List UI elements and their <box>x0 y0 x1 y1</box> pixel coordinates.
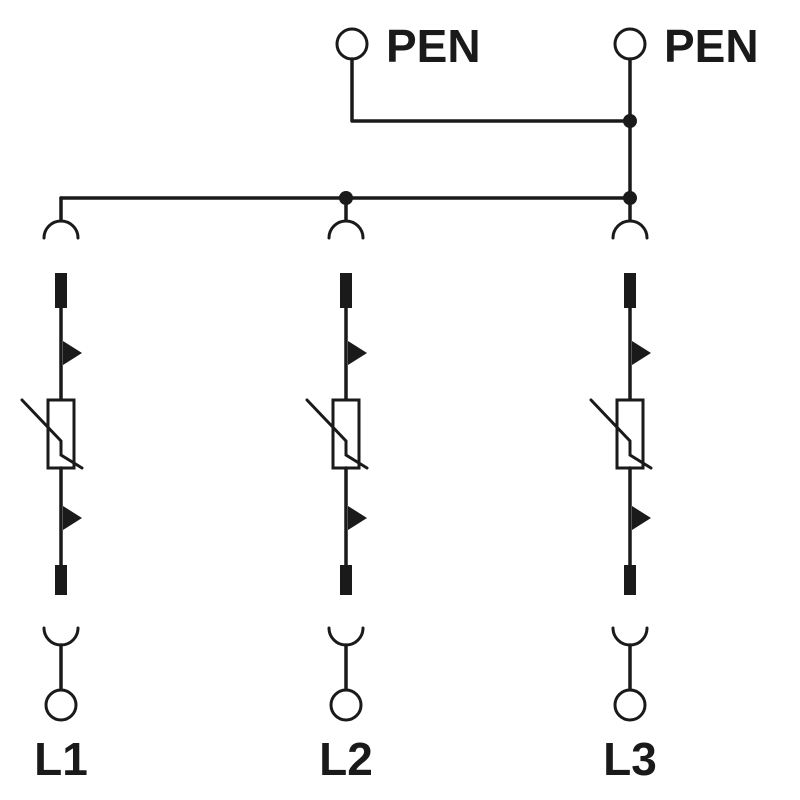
terminal-circle-l2 <box>329 688 363 722</box>
terminal-circle-l3 <box>613 688 647 722</box>
upper-diode-arrow <box>63 341 82 365</box>
top-socket-contact <box>611 219 649 240</box>
protection-branch-l1: L1 <box>20 219 88 785</box>
terminal-circle-l1 <box>44 688 78 722</box>
lower-diode-arrow <box>348 506 367 530</box>
pen-bus-wiring <box>59 57 637 222</box>
top-socket-contact <box>327 219 365 240</box>
lower-diode-arrow <box>63 506 82 530</box>
top-plug-contact <box>340 273 352 308</box>
terminal-circle-pen-left <box>335 27 369 61</box>
varistor-body <box>46 398 76 470</box>
bottom-socket-contact <box>611 626 649 647</box>
pen-label-left: PEN <box>386 20 481 72</box>
bottom-plug-contact <box>340 565 352 595</box>
protection-branch-l3: L3 <box>589 219 657 785</box>
upper-diode-arrow <box>632 341 651 365</box>
top-socket-contact <box>42 219 80 240</box>
terminal-circle-pen-right <box>613 27 647 61</box>
upper-diode-arrow <box>348 341 367 365</box>
varistor-slash <box>305 398 369 470</box>
lower-diode-arrow <box>632 506 651 530</box>
phase-label-l3: L3 <box>603 733 657 785</box>
varistor-body <box>615 398 645 470</box>
varistor-slash <box>589 398 653 470</box>
pen-terminal-left: PEN <box>335 20 481 72</box>
phase-label-l1: L1 <box>34 733 88 785</box>
top-plug-contact <box>624 273 636 308</box>
bottom-plug-contact <box>55 565 67 595</box>
bottom-socket-contact <box>42 626 80 647</box>
varistor-body <box>331 398 361 470</box>
top-plug-contact <box>55 273 67 308</box>
pen-label-right: PEN <box>664 20 759 72</box>
junction-dot <box>623 114 637 128</box>
bottom-plug-contact <box>624 565 636 595</box>
phase-label-l2: L2 <box>319 733 373 785</box>
varistor-slash <box>20 398 84 470</box>
pen-left-wire <box>350 57 632 123</box>
bottom-socket-contact <box>327 626 365 647</box>
protection-branch-l2: L2 <box>305 219 373 785</box>
pen-terminal-right: PEN <box>613 20 759 72</box>
